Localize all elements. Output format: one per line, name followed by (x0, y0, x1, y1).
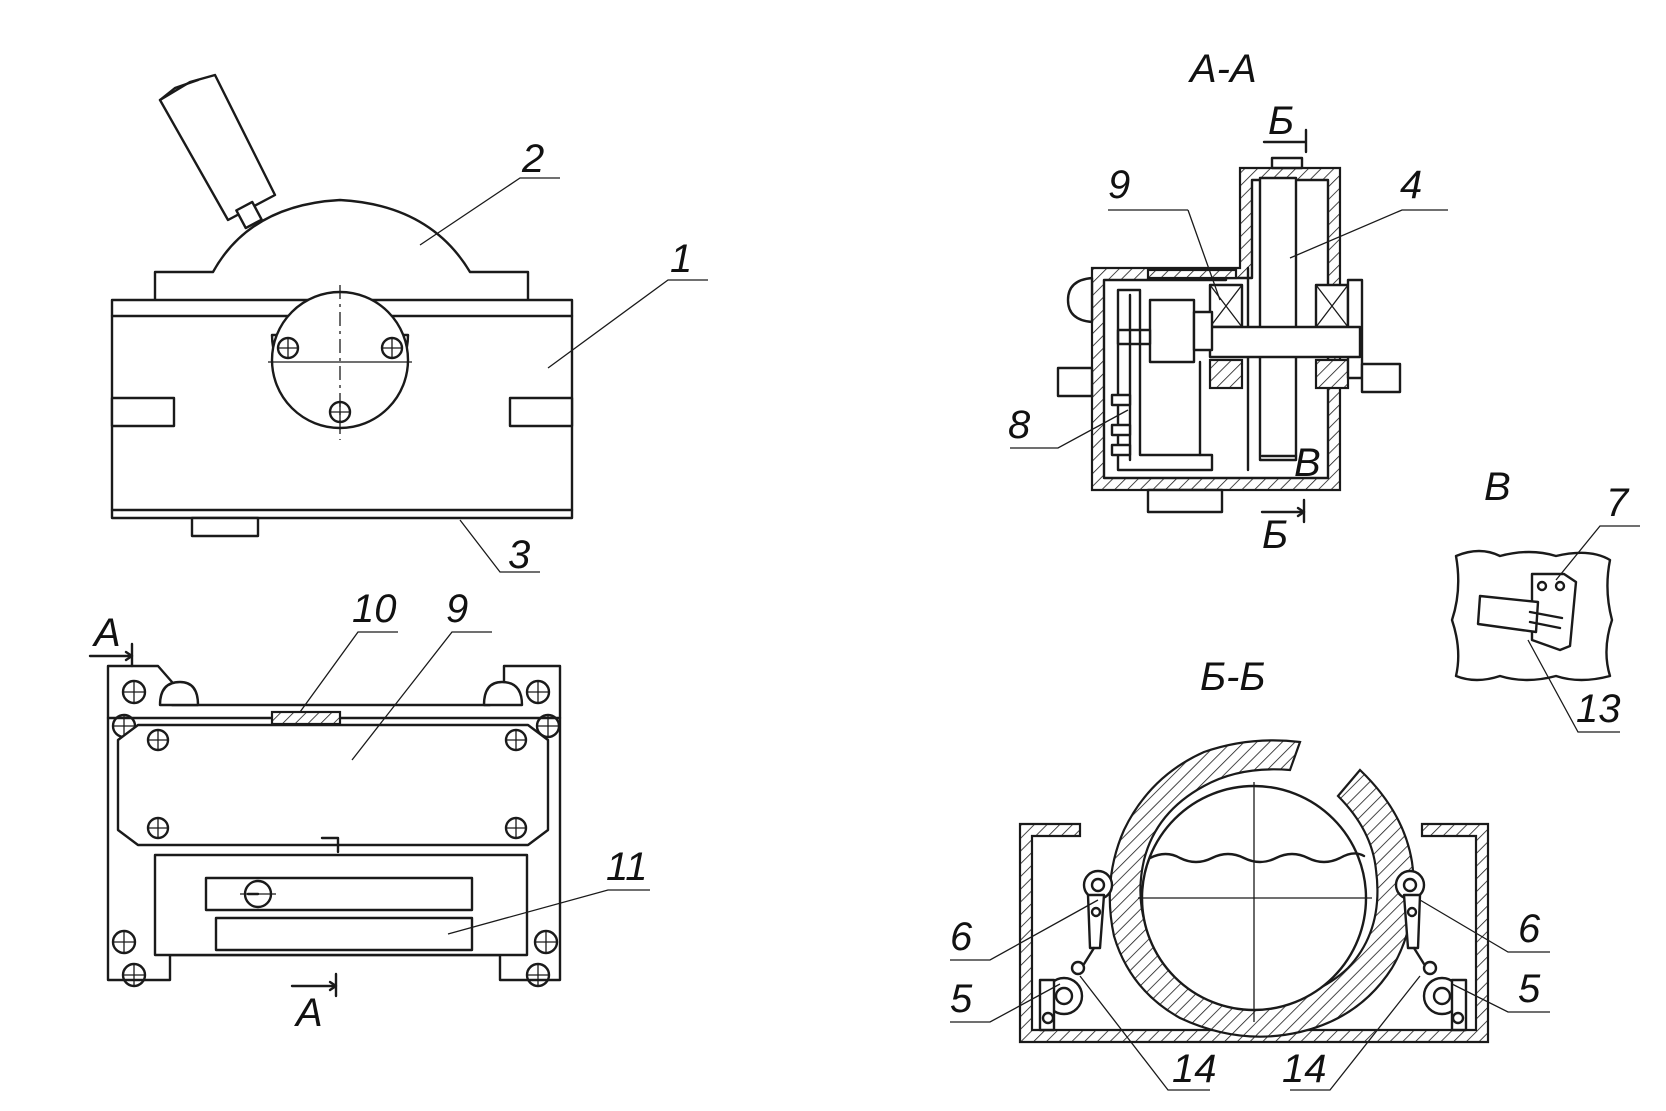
callout-14-left: 14 (1172, 1047, 1217, 1091)
bolt (121, 679, 147, 705)
front-view: 2 1 3 (110, 73, 708, 577)
callout-13: 13 (1576, 687, 1621, 731)
bolt (504, 816, 528, 840)
callout-12: 11 (606, 845, 648, 889)
dome-body (153, 198, 530, 300)
callout-2: 2 (521, 137, 544, 181)
bolt (525, 679, 551, 705)
callout-14-right: 14 (1282, 1047, 1327, 1091)
bolt (121, 962, 147, 988)
callout-6-left: 6 (950, 915, 973, 959)
section-mark-b-bottom: Б (1260, 498, 1306, 557)
callout-7: 7 (1606, 481, 1630, 525)
section-mark-a-top: А (88, 611, 134, 668)
bolt (380, 336, 404, 360)
latch-left (1038, 869, 1114, 1032)
section-mark-v: В (1260, 441, 1321, 485)
bolt (533, 929, 559, 955)
bolt (276, 336, 300, 360)
section-mark-a-bottom: А (290, 972, 338, 1035)
callout-10: 9 (446, 587, 468, 631)
callout-9: 9 (1108, 163, 1130, 207)
section-title-bb: Б-Б (1200, 655, 1265, 699)
callout-6-right: 6 (1518, 907, 1541, 951)
callout-5-right: 5 (1518, 967, 1541, 1011)
callout-3: 3 (508, 533, 530, 577)
callout-11: 10 (352, 587, 397, 631)
detail-v: В 7 13 (1450, 465, 1640, 733)
svg-text:А: А (92, 611, 121, 655)
handle (158, 73, 277, 230)
plan-view: 10 9 11 А А (88, 587, 650, 1035)
svg-text:А: А (294, 991, 323, 1035)
bolt (328, 400, 352, 424)
section-bb: Б-Б (950, 655, 1550, 1091)
svg-text:В: В (1294, 441, 1321, 485)
bolt (535, 713, 561, 739)
latch-right (1394, 869, 1468, 1032)
callout-4: 4 (1400, 163, 1422, 207)
svg-text:Б: Б (1262, 513, 1288, 557)
bolt (504, 728, 528, 752)
callout-8: 8 (1008, 403, 1031, 447)
section-title-aa: А-А (1188, 47, 1257, 91)
bolt (111, 929, 137, 955)
section-mark-b-top: Б (1262, 99, 1308, 154)
section-title-v: В (1484, 465, 1511, 509)
bolt (146, 816, 170, 840)
bolt (146, 728, 170, 752)
callout-1: 1 (670, 237, 692, 281)
bolt (525, 962, 551, 988)
callout-5-left: 5 (950, 977, 973, 1021)
section-aa: А-А (1008, 47, 1448, 557)
svg-text:Б: Б (1268, 99, 1294, 143)
